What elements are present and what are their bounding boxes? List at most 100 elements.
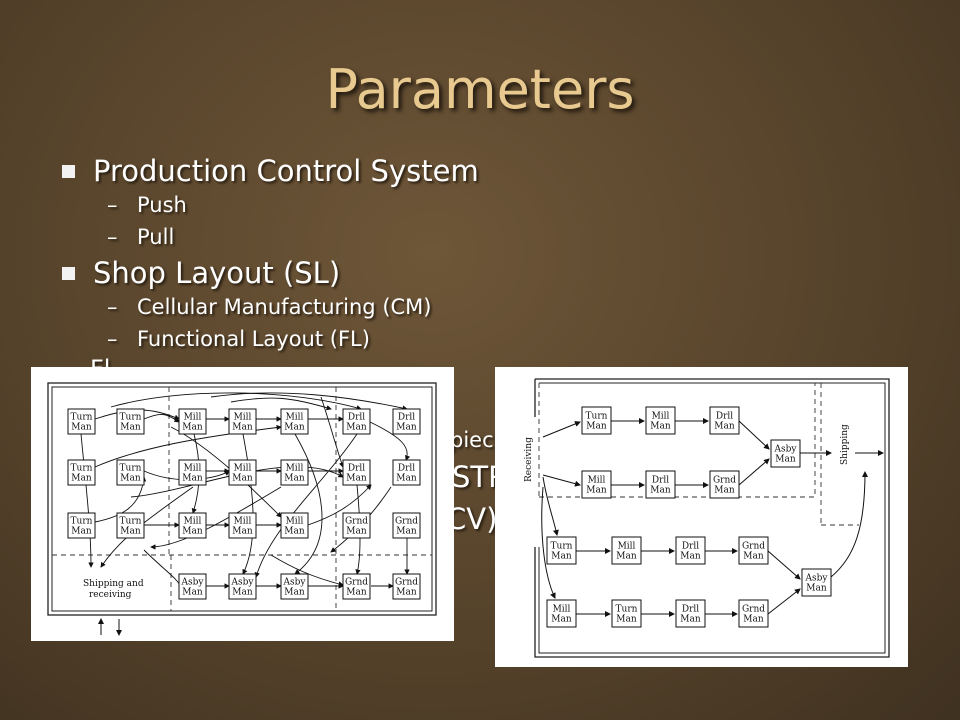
machine-label: Grnd — [713, 476, 736, 486]
cell-flow-arrow-20 — [830, 471, 868, 578]
bullet-label: Production Control System — [93, 154, 479, 188]
machine-label: Grnd — [345, 517, 368, 527]
machine-label: Grnd — [395, 517, 418, 527]
sub-bullet-label: Pull — [137, 225, 175, 249]
machine-label: Man — [71, 527, 92, 537]
cell-flow-arrow-1 — [542, 474, 581, 487]
flow-arrow-17 — [242, 433, 254, 575]
machine-label: Asby — [283, 578, 307, 588]
machine-label: Mill — [234, 464, 252, 474]
machine-label: Man — [346, 474, 367, 484]
cell-flow-arrow-7 — [738, 458, 770, 486]
machine-label: Asby — [231, 578, 255, 588]
machine-label: Man — [232, 423, 253, 433]
machine-label: Man — [71, 423, 92, 433]
square-bullet-icon — [62, 267, 75, 280]
building-wall-inner — [51, 386, 433, 612]
machine-label: Asby — [805, 574, 829, 584]
machine-label: Turn — [71, 464, 93, 474]
machine-label: Drll — [682, 542, 699, 552]
machine-boxes: TurnManTurnManMillManMillManMillManDrllM… — [67, 408, 421, 600]
cell-flow-arrow-13 — [767, 550, 801, 580]
functional-layout-svg: TurnManTurnManMillManMillManMillManDrllM… — [47, 382, 437, 636]
machine-label: Man — [346, 527, 367, 537]
sub-bullet-push: –Push — [107, 193, 187, 217]
building-wall — [47, 382, 437, 616]
machine-label: Turn — [551, 542, 573, 552]
machine-label: Mill — [234, 413, 252, 423]
cell-flow-arrow-0 — [542, 421, 581, 438]
machine-label: Man — [775, 455, 796, 465]
machine-label: Man — [680, 615, 701, 625]
flow-arrow-22 — [80, 433, 94, 568]
machine-label: Man — [650, 422, 671, 432]
machine-label: Man — [650, 486, 671, 496]
machine-label: Turn — [586, 412, 608, 422]
building-wall — [534, 378, 890, 658]
flow-arrow-27 — [254, 433, 358, 578]
machine-label: Man — [346, 588, 367, 598]
shipping-label: Shipping — [840, 424, 850, 465]
machine-label: Man — [396, 527, 417, 537]
bullet-shop-layout: Shop Layout (SL) — [62, 256, 340, 290]
machine-label: Mill — [618, 542, 636, 552]
machine-label: Turn — [120, 517, 142, 527]
machine-label: Drll — [348, 413, 365, 423]
machine-label: Man — [396, 474, 417, 484]
flow-arrow-24 — [150, 486, 282, 550]
machine-label: Man — [743, 552, 764, 562]
machine-label: Mill — [588, 476, 606, 486]
machine-label: Grnd — [742, 542, 765, 552]
machine-label: Man — [232, 474, 253, 484]
machine-label: Man — [182, 474, 203, 484]
machine-label: Turn — [616, 605, 638, 615]
machine-label: Mill — [184, 464, 202, 474]
machine-label: Man — [182, 527, 203, 537]
machine-label: Man — [806, 584, 827, 594]
flow-arrow-37 — [230, 397, 332, 411]
flow-arrow-21 — [110, 392, 362, 411]
machine-label: Mill — [234, 517, 252, 527]
machine-label: Mill — [184, 413, 202, 423]
machine-label: Asby — [181, 578, 205, 588]
machine-label: Drll — [716, 412, 733, 422]
flow-arrow-1 — [143, 414, 180, 423]
machine-label: Man — [284, 423, 305, 433]
machine-label: Man — [71, 474, 92, 484]
machine-label: Mill — [286, 464, 304, 474]
machine-label: Asby — [774, 445, 798, 455]
bullet-production-control: Production Control System — [62, 154, 479, 188]
machine-label: Man — [586, 486, 607, 496]
machine-label: Mill — [286, 517, 304, 527]
machine-label: Mill — [652, 412, 670, 422]
machine-label: Mill — [553, 605, 571, 615]
flow-arrow-19 — [355, 484, 361, 575]
machine-label: Drll — [682, 605, 699, 615]
machine-label: Grnd — [345, 578, 368, 588]
machine-label: Mill — [286, 413, 304, 423]
machine-label: Man — [616, 615, 637, 625]
